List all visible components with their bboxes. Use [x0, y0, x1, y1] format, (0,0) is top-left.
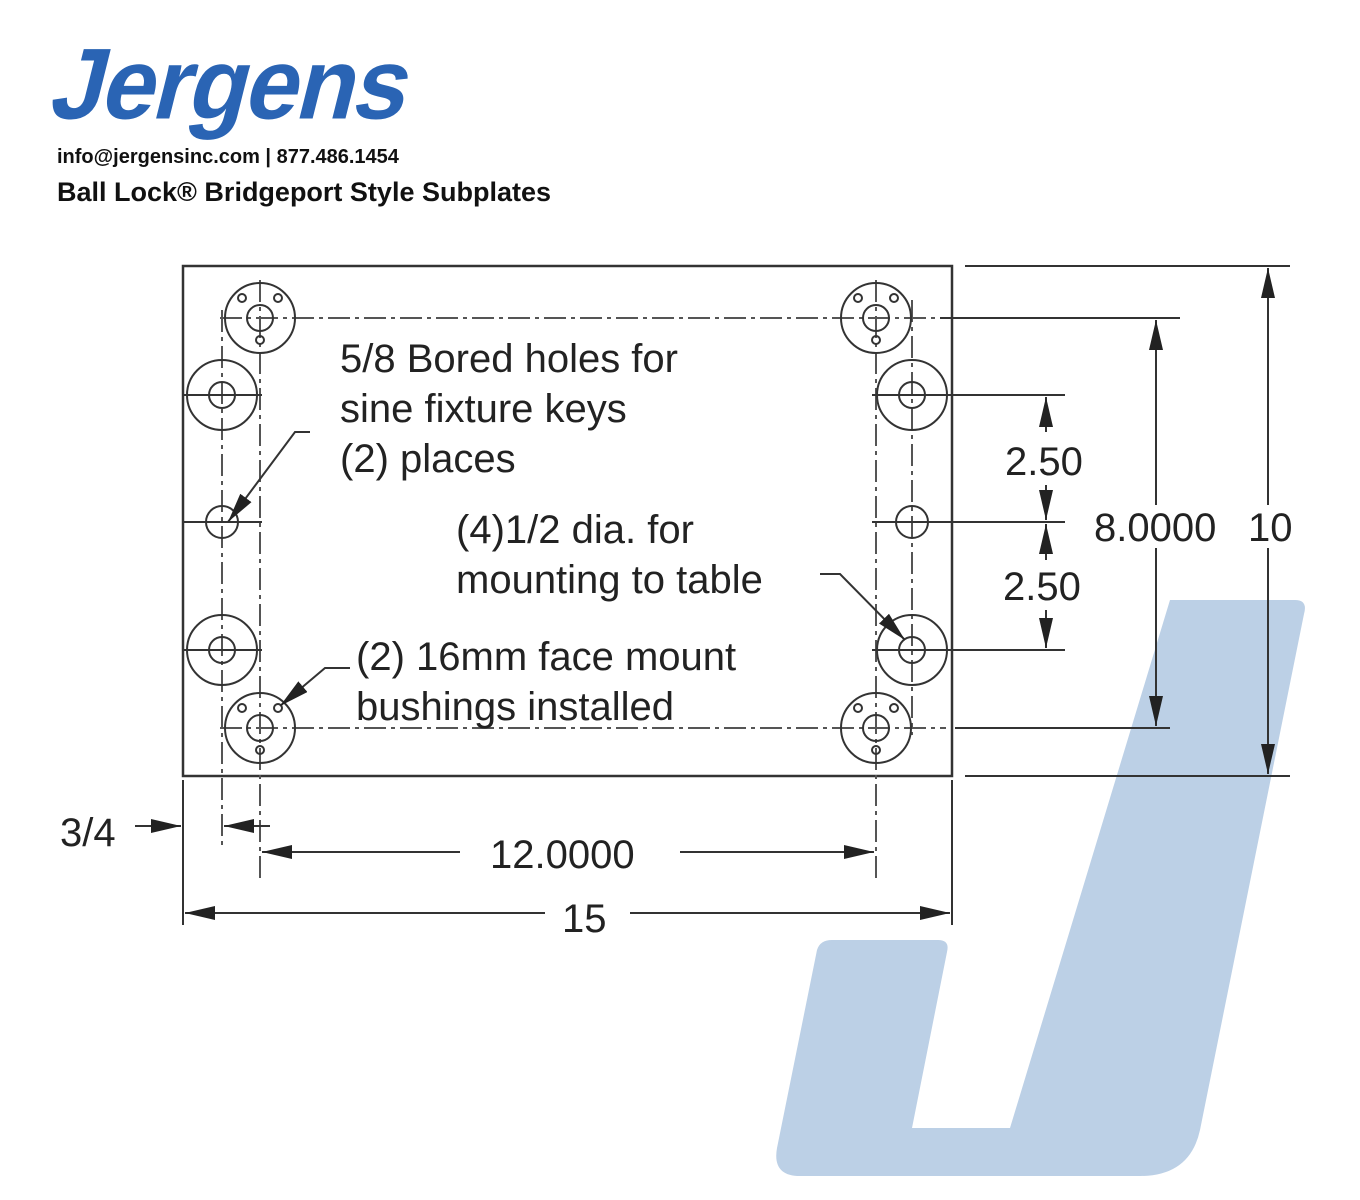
callout-bushing-1: (2) 16mm face mount [356, 635, 736, 679]
mounting-hole [182, 614, 262, 686]
leader-bushing [279, 667, 350, 707]
callout-bored-2: sine fixture keys [340, 387, 627, 431]
right-extension-lines [940, 265, 1290, 777]
bushing [840, 282, 912, 354]
contact-info: info@jergensinc.com | 877.486.1454 [57, 146, 399, 168]
dim-label-12: 12.0000 [490, 833, 635, 877]
callout-bored-1: 5/8 Bored holes for [340, 337, 678, 381]
callout-bored-3: (2) places [340, 437, 516, 481]
dim-label-8: 8.0000 [1094, 506, 1216, 550]
callout-bushing-2: bushings installed [356, 685, 674, 729]
dim-label-15: 15 [562, 897, 607, 941]
key-hole [872, 505, 1065, 539]
bushing [224, 692, 296, 764]
bushing [224, 282, 296, 354]
bushing [840, 692, 912, 764]
jergens-logo: Jergens [41, 28, 424, 141]
centerlines [220, 280, 946, 880]
leader-mounting [820, 573, 906, 641]
callout-mounting-1: (4)1/2 dia. for [456, 508, 694, 552]
bottom-extension-lines [182, 780, 953, 925]
watermark-j [776, 600, 1305, 1176]
page-title: Ball Lock® Bridgeport Style Subplates [57, 177, 551, 207]
dim-label-2-50-upper: 2.50 [1005, 440, 1083, 484]
leader-bored [227, 431, 310, 523]
key-hole [182, 505, 262, 539]
mounting-hole [872, 359, 1065, 431]
dim-label-2-50-lower: 2.50 [1003, 565, 1081, 609]
dim-label-3-4: 3/4 [60, 811, 116, 855]
mounting-hole [182, 359, 262, 431]
callout-mounting-2: mounting to table [456, 558, 763, 602]
mounting-hole [872, 614, 1065, 686]
dim-label-10: 10 [1248, 506, 1293, 550]
